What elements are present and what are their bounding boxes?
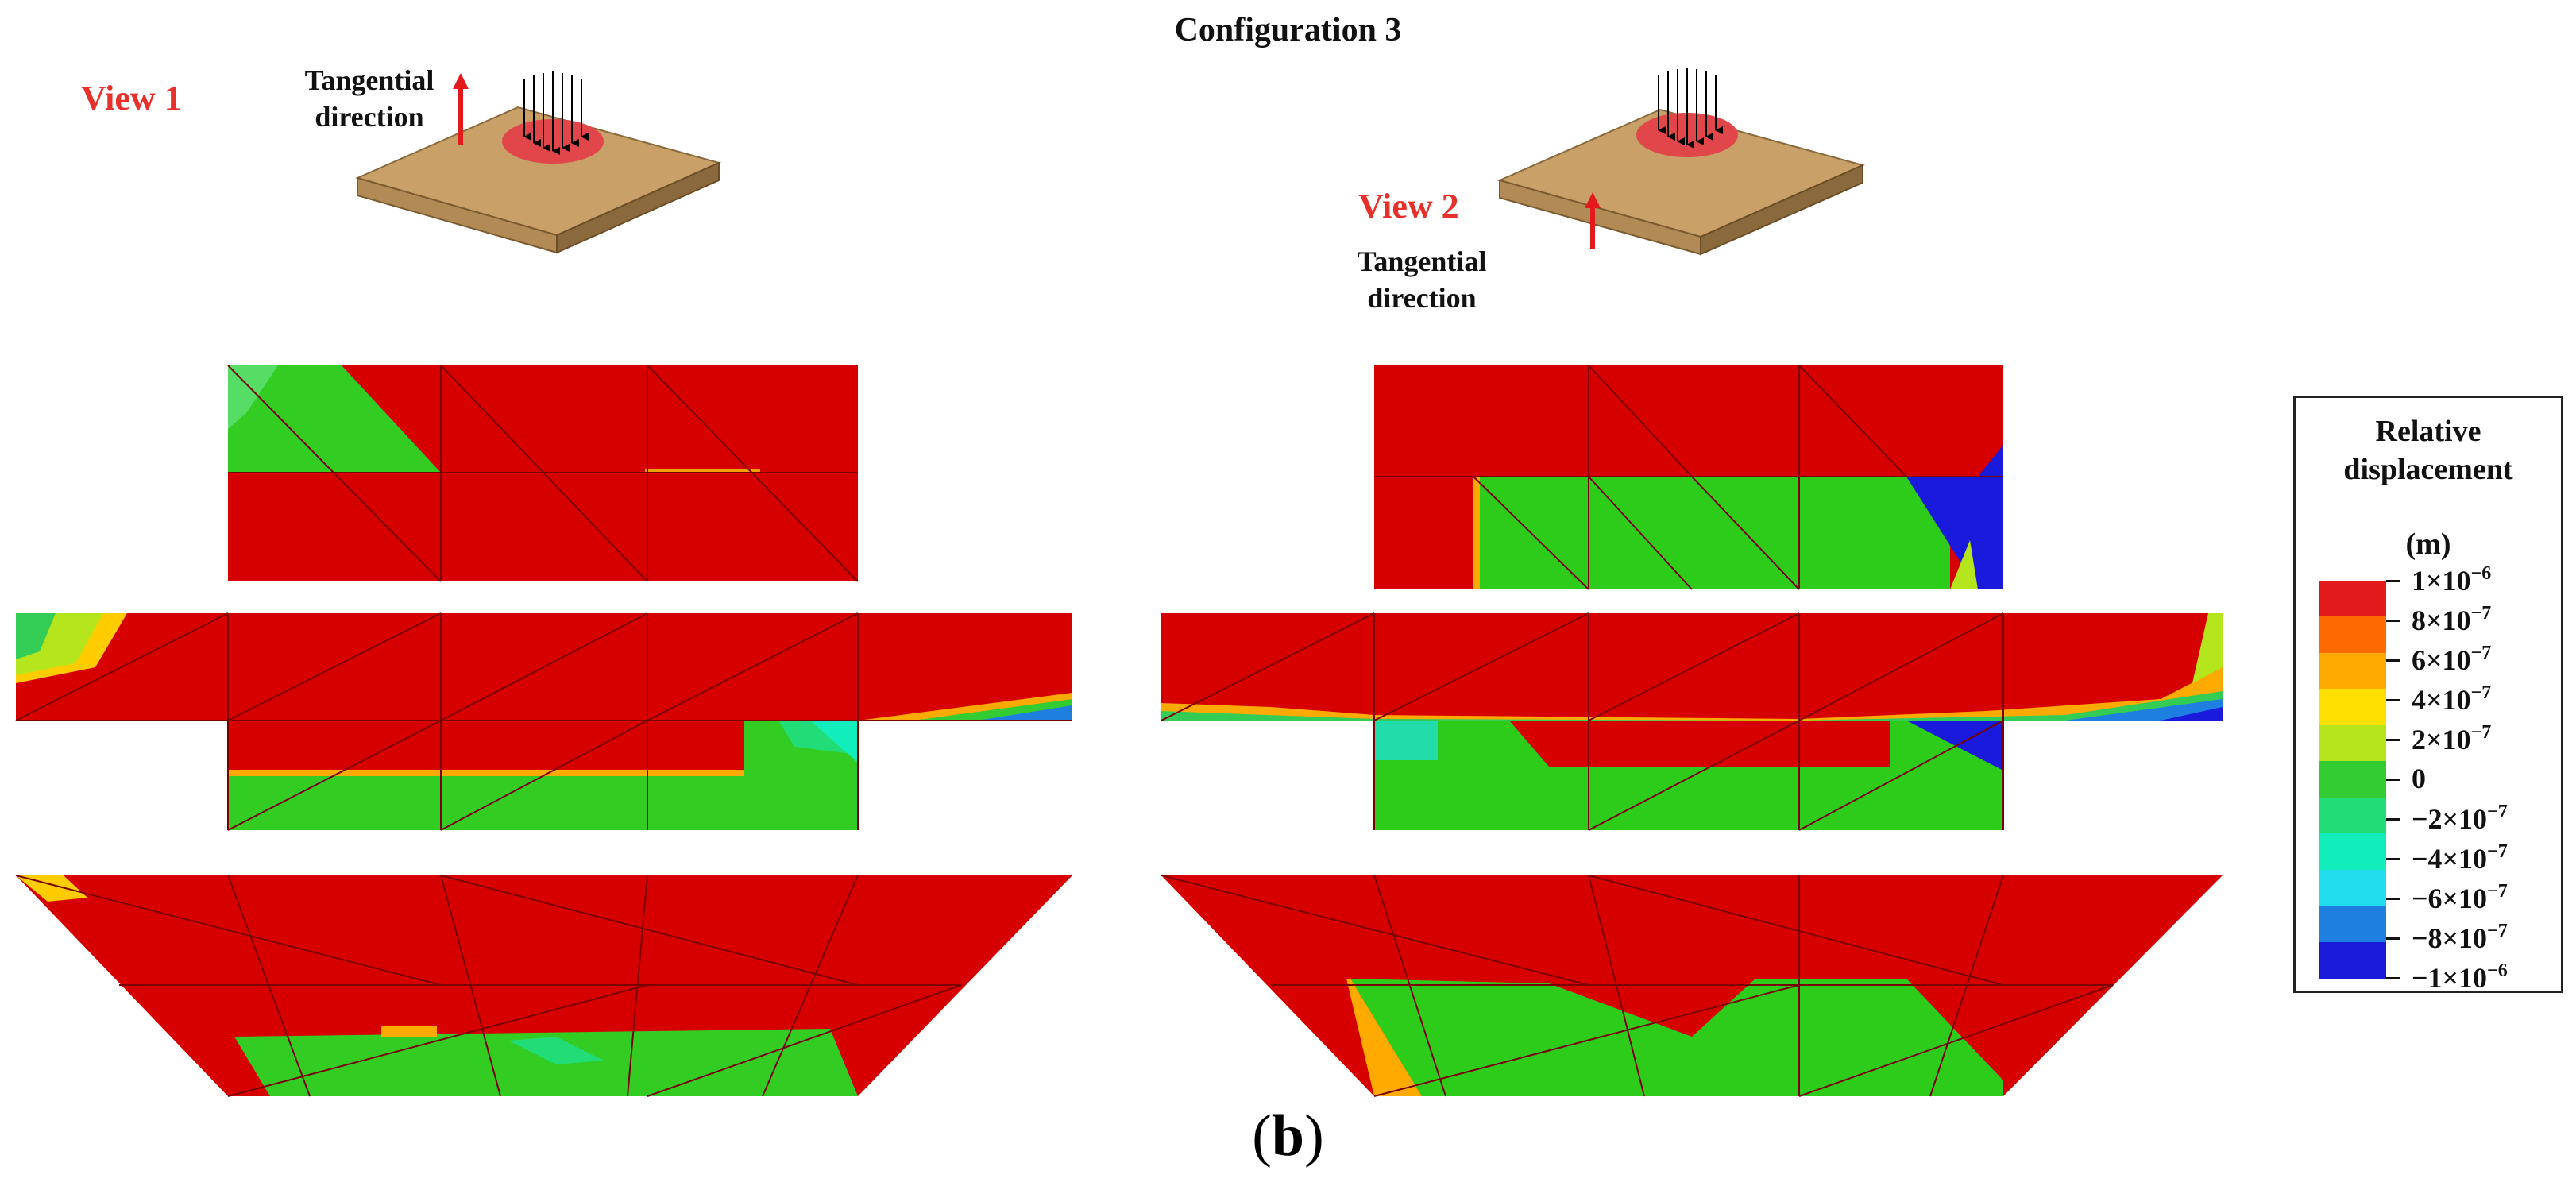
legend-tick-mark xyxy=(2386,937,2400,940)
legend-color-swatch xyxy=(2319,724,2386,763)
contour-left-bottom xyxy=(15,875,1072,1097)
legend-tick-mark xyxy=(2386,779,2400,781)
view-2-tangential-line-2: direction xyxy=(1367,282,1477,314)
legend-tick-mantissa: −6×10 xyxy=(2412,883,2488,914)
legend-tick-exponent: −7 xyxy=(2487,881,2508,902)
legend-tick-label: −1×10−6 xyxy=(2412,960,2508,995)
legend-tick-exponent: −7 xyxy=(2470,682,2492,703)
legend-color-swatch xyxy=(2319,797,2386,835)
slab-view-2 xyxy=(1497,68,1865,256)
legend-tick-mantissa: 4×10 xyxy=(2412,684,2471,716)
view-1-tangential-label: Tangential direction xyxy=(282,62,457,135)
legend-color-swatch xyxy=(2319,581,2386,618)
legend-tick-mark xyxy=(2386,659,2400,662)
slab-right-face xyxy=(556,161,720,254)
legend-title: Relative displacement xyxy=(2296,412,2561,489)
legend-tick-mantissa: 1×10 xyxy=(2412,565,2471,597)
legend-tick-label: −4×10−7 xyxy=(2412,841,2508,875)
contour-right-bottom xyxy=(1161,875,2223,1097)
view-2-label: View 2 xyxy=(1358,187,1459,226)
sublabel-letter: b xyxy=(1271,1103,1305,1169)
load-arrows-2 xyxy=(1658,68,1723,149)
legend-title-line-2: displacement xyxy=(2343,453,2513,486)
legend-tick-mark xyxy=(2386,620,2400,622)
slab-right-face-2 xyxy=(1700,164,1863,256)
contour-left-middle xyxy=(15,612,1072,831)
legend-title-line-1: Relative xyxy=(2375,415,2481,448)
legend-color-swatch xyxy=(2319,761,2386,798)
legend-color-swatch xyxy=(2319,689,2386,726)
legend-tick-mark xyxy=(2386,898,2400,900)
legend-tick-label: −8×10−7 xyxy=(2412,921,2508,955)
legend-tick-exponent: −6 xyxy=(2470,563,2492,584)
slab-view-1 xyxy=(355,71,721,254)
legend-tick-exponent: −6 xyxy=(2487,960,2508,981)
legend-tick-mark xyxy=(2386,699,2400,701)
legend-tick-mantissa: 0 xyxy=(2412,763,2426,794)
view-2-tangential-line-1: Tangential xyxy=(1357,245,1487,277)
legend-tick-label: 4×10−7 xyxy=(2412,682,2491,717)
legend-tick-label: −6×10−7 xyxy=(2412,881,2508,915)
legend-tick-mark xyxy=(2386,739,2400,741)
legend-tick-mantissa: −4×10 xyxy=(2412,843,2488,875)
legend-color-swatch xyxy=(2319,869,2386,907)
view-2-tangential-label: Tangential direction xyxy=(1334,243,1509,316)
legend-tick-exponent: −7 xyxy=(2470,643,2492,663)
sublabel-close: ) xyxy=(1304,1103,1324,1169)
contour-left-top xyxy=(227,365,859,582)
legend-tick-mantissa: 8×10 xyxy=(2412,605,2471,636)
legend-tick-label: −2×10−7 xyxy=(2412,802,2508,836)
legend-tick-mark xyxy=(2386,977,2400,979)
legend-tick-mantissa: 2×10 xyxy=(2412,724,2471,755)
legend-tick-mark xyxy=(2386,580,2400,582)
sublabel-open: ( xyxy=(1252,1103,1272,1169)
contour-right-middle xyxy=(1161,612,2223,831)
legend-color-swatch xyxy=(2319,616,2386,654)
legend-tick-label: 8×10−7 xyxy=(2412,603,2491,637)
figure-sublabel: (b) xyxy=(0,1103,2576,1170)
legend-color-swatch xyxy=(2319,652,2386,690)
legend-tick-exponent: −7 xyxy=(2487,802,2508,822)
legend-tick-label: 2×10−7 xyxy=(2412,722,2491,756)
tangential-arrow-head-1 xyxy=(453,73,469,89)
figure-title: Configuration 3 xyxy=(1174,12,1402,48)
tangential-arrow-head-2 xyxy=(1585,192,1601,208)
legend-tick-mark xyxy=(2386,858,2400,860)
legend-tick-exponent: −7 xyxy=(2487,921,2508,941)
view-1-tangential-line-2: direction xyxy=(315,101,424,133)
legend-tick-exponent: −7 xyxy=(2470,603,2492,624)
legend-tick-label: 0 xyxy=(2412,762,2426,795)
contour-right-top xyxy=(1374,365,2003,590)
legend-tick-label: 6×10−7 xyxy=(2412,643,2491,677)
legend-tick-label: 1×10−6 xyxy=(2412,563,2491,597)
legend-tick-exponent: −7 xyxy=(2470,722,2492,743)
legend-tick-mark xyxy=(2386,818,2400,821)
legend-color-bar xyxy=(2319,581,2386,979)
legend-unit: (m) xyxy=(2405,527,2451,561)
legend-tick-exponent: −7 xyxy=(2487,841,2508,862)
view-1-label: View 1 xyxy=(81,79,182,118)
legend-tick-mantissa: 6×10 xyxy=(2412,644,2471,676)
legend-tick-mantissa: −8×10 xyxy=(2412,922,2488,954)
load-arrows xyxy=(523,71,589,155)
legend-color-swatch xyxy=(2319,833,2386,871)
legend-tick-mantissa: −2×10 xyxy=(2412,803,2488,835)
legend-color-swatch xyxy=(2319,906,2386,943)
legend-color-swatch xyxy=(2319,941,2386,979)
legend-tick-mantissa: −1×10 xyxy=(2412,962,2488,994)
view-1-tangential-line-1: Tangential xyxy=(304,64,434,96)
